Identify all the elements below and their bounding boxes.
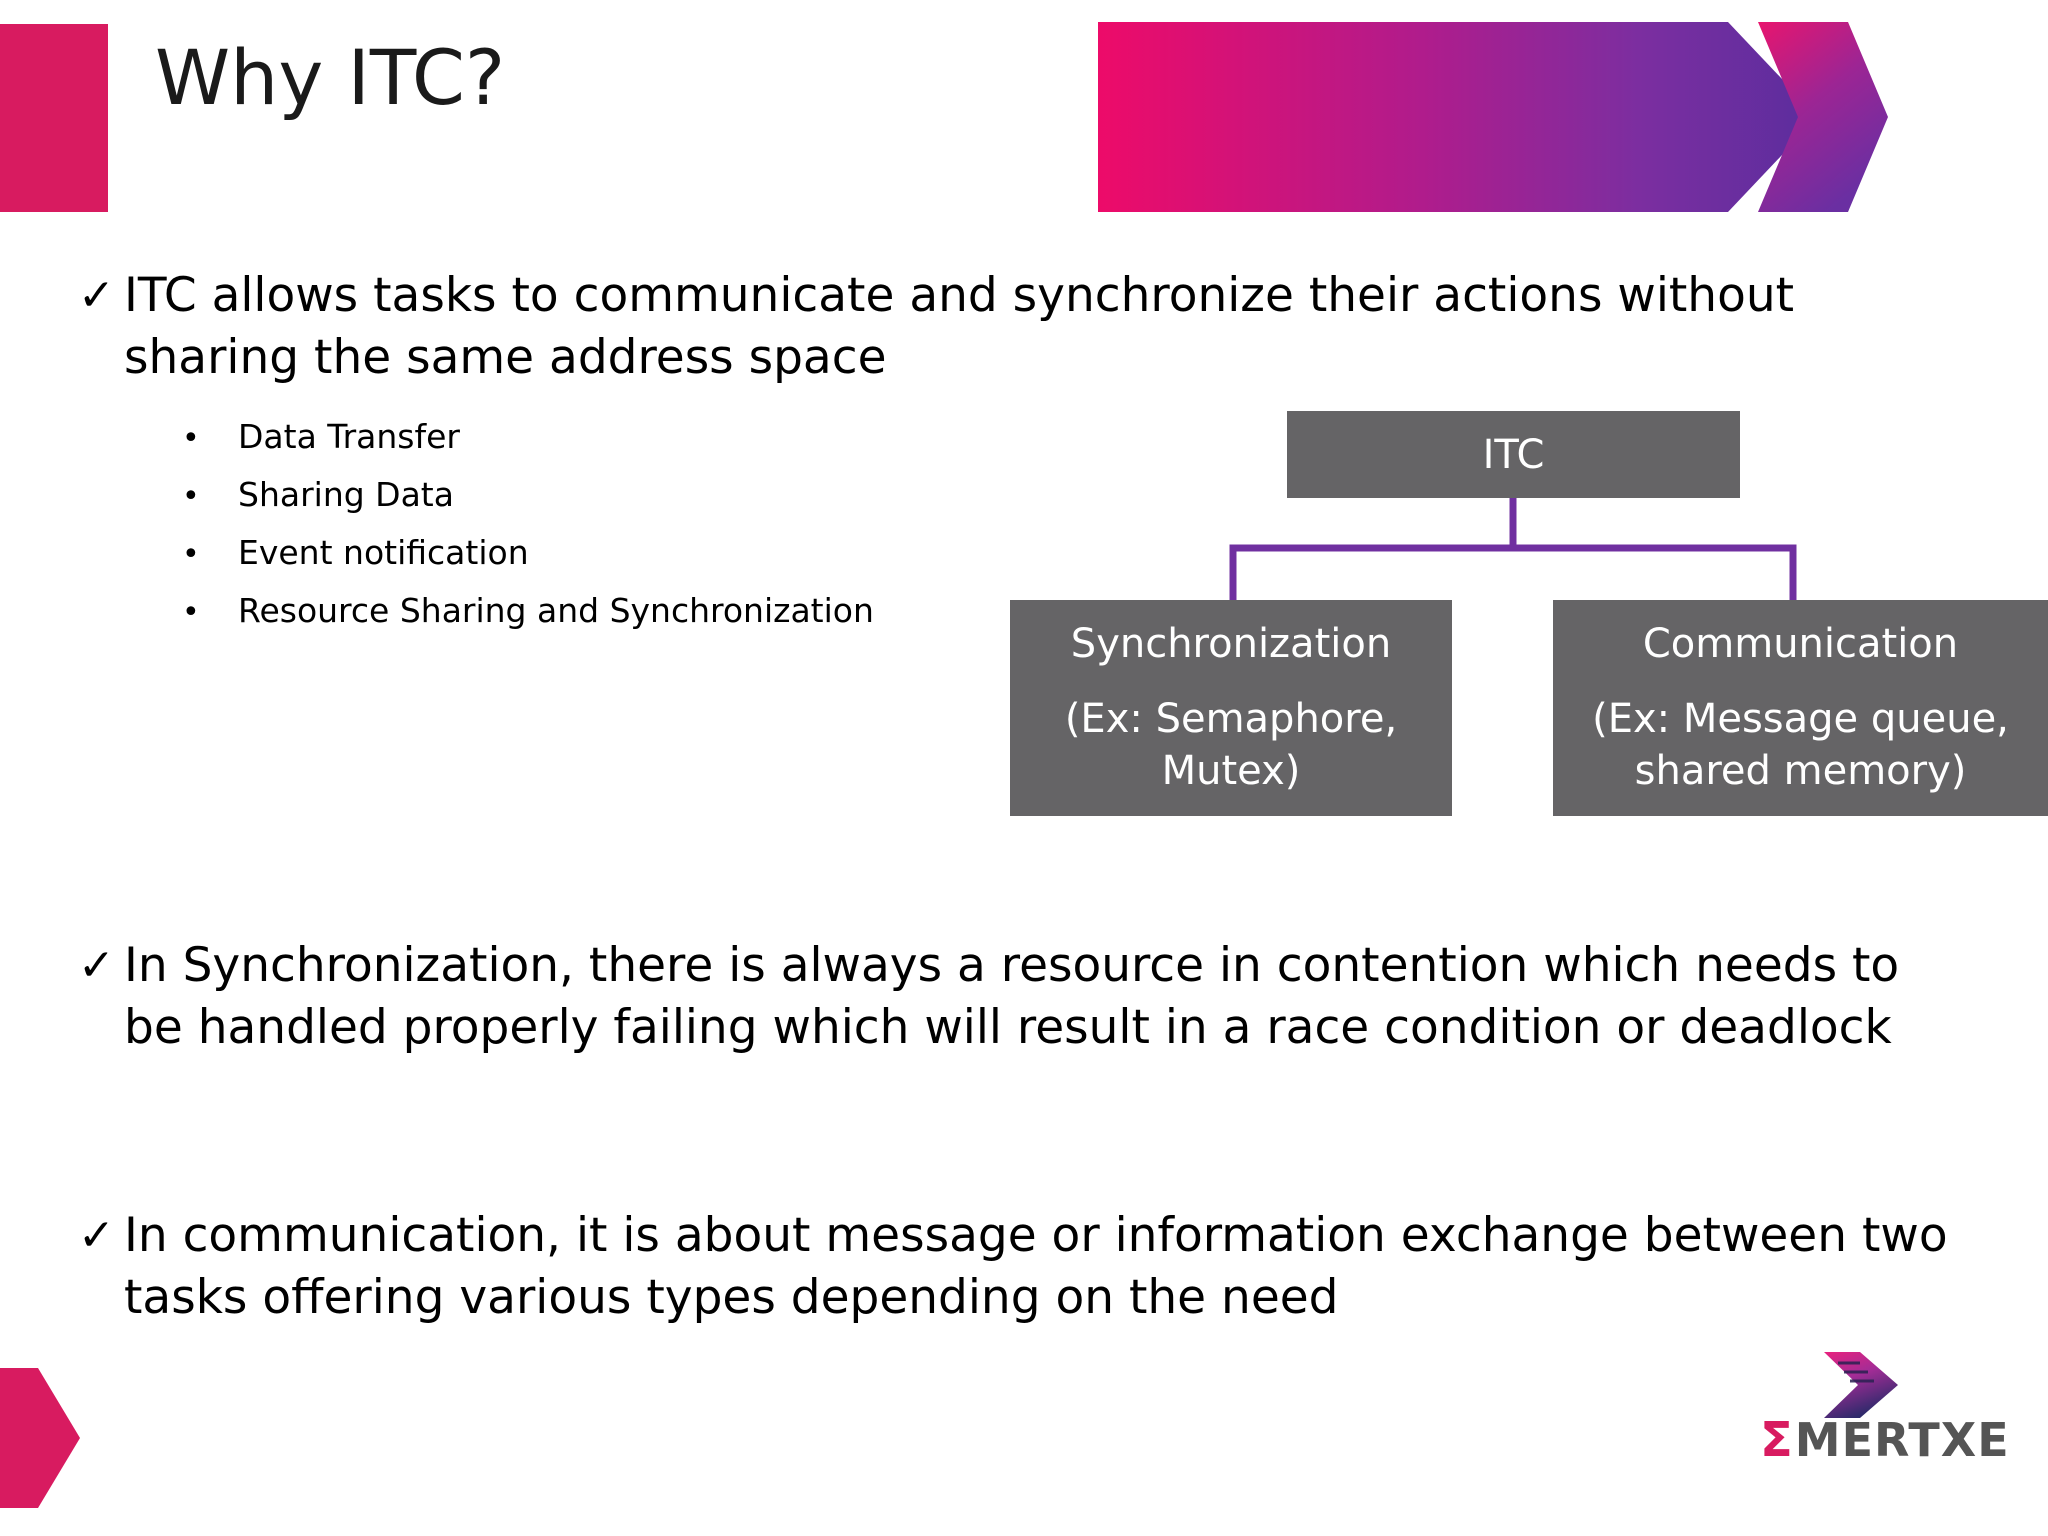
bullet-dot-icon: •	[182, 479, 200, 514]
node-title: ITC	[1482, 431, 1545, 478]
node-title: Synchronization	[1070, 621, 1392, 668]
sub-bullet-label: Event notification	[238, 533, 529, 572]
logo-wordmark: Σ MERTXE	[1760, 1412, 2010, 1468]
footer-pink-arrow-shape	[0, 1368, 80, 1508]
node-subtitle: (Ex: Semaphore, Mutex)	[1064, 696, 1398, 794]
logo-sigma-glyph: Σ	[1760, 1412, 1794, 1468]
list-item: • Event notification	[178, 524, 874, 582]
header-gradient-banner	[1098, 22, 1888, 212]
node-title: Communication	[1642, 621, 1959, 668]
bullet-text-3: In communication, it is about message or…	[124, 1208, 1948, 1325]
itc-hierarchy-diagram: ITC Synchronization (Ex: Semaphore, Mute…	[1000, 400, 2048, 840]
list-item: • Data Transfer	[178, 408, 874, 466]
bullet-text-1: ITC allows tasks to communicate and sync…	[124, 268, 1795, 385]
check-icon: ✓	[78, 270, 115, 321]
check-icon: ✓	[78, 1210, 115, 1261]
logo-chevron-icon	[1818, 1352, 1908, 1422]
bullet-item-1: ✓ ITC allows tasks to communicate and sy…	[78, 265, 1878, 389]
sub-bullet-label: Data Transfer	[238, 417, 460, 456]
node-subtitle: (Ex: Message queue, shared memory)	[1592, 696, 2009, 794]
page-title: Why ITC?	[155, 33, 506, 122]
list-item: • Resource Sharing and Synchronization	[178, 582, 874, 640]
emertxe-logo: Σ MERTXE	[1760, 1352, 2020, 1482]
header-pink-block	[0, 24, 108, 212]
bullet-dot-icon: •	[182, 537, 200, 572]
sub-bullet-label: Sharing Data	[238, 475, 454, 514]
bullet-item-2: ✓ In Synchronization, there is always a …	[78, 935, 1978, 1059]
logo-text: MERTXE	[1794, 1413, 2010, 1467]
bullet-dot-icon: •	[182, 595, 200, 630]
bullet-text-2: In Synchronization, there is always a re…	[124, 938, 1900, 1055]
sub-bullet-label: Resource Sharing and Synchronization	[238, 591, 874, 630]
diagram-node-communication: Communication (Ex: Message queue, shared…	[1553, 600, 2048, 816]
list-item: • Sharing Data	[178, 466, 874, 524]
bullet-dot-icon: •	[182, 421, 200, 456]
sub-bullet-list: • Data Transfer • Sharing Data • Event n…	[178, 408, 874, 640]
check-icon: ✓	[78, 940, 115, 991]
bullet-item-3: ✓ In communication, it is about message …	[78, 1205, 1978, 1329]
diagram-node-synchronization: Synchronization (Ex: Semaphore, Mutex)	[1010, 600, 1452, 816]
diagram-node-itc: ITC	[1287, 411, 1740, 498]
